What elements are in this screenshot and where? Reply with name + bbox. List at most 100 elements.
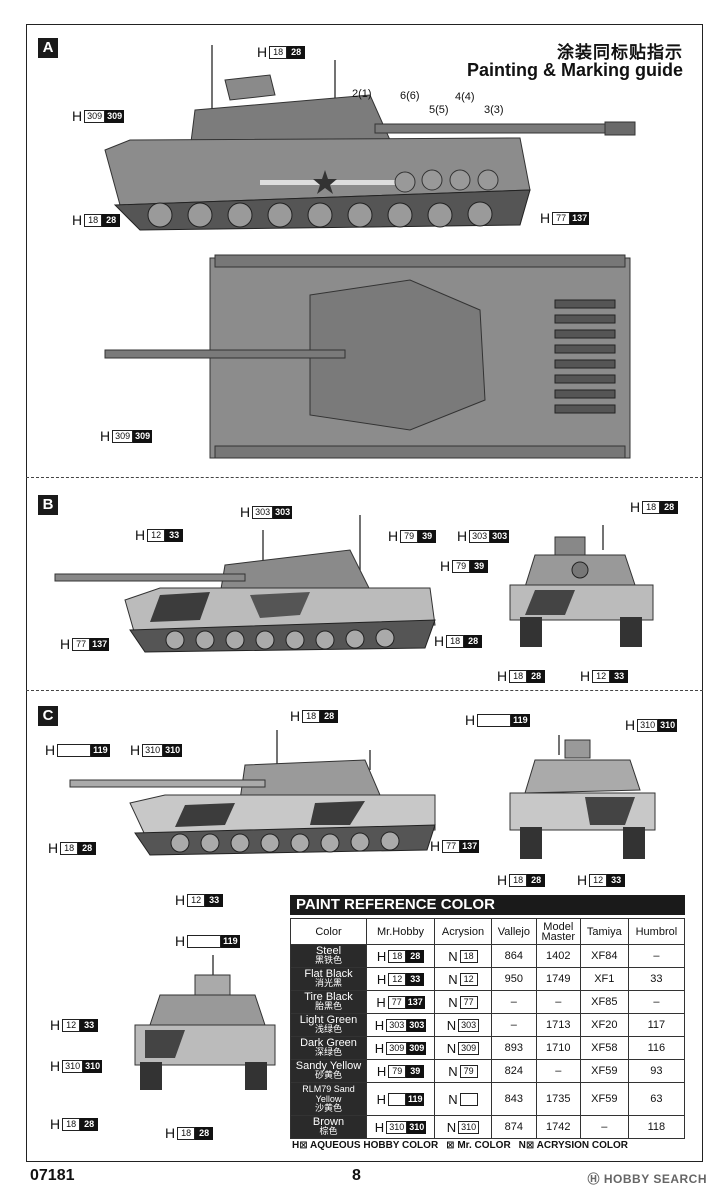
col-modelmaster: Model Master <box>535 918 581 945</box>
modelmaster-cell: – <box>535 1059 581 1083</box>
col-humbrol: Humbrol <box>627 918 686 945</box>
humbrol-cell: 63 <box>627 1082 686 1116</box>
col-acrysion: Acrysion <box>434 918 492 945</box>
marking-number: 3(3) <box>484 104 504 116</box>
humbrol-cell: – <box>627 944 686 968</box>
vallejo-cell: 824 <box>490 1059 537 1083</box>
page-frame <box>26 24 703 1162</box>
acrysion-cell: N <box>434 1082 492 1116</box>
humbrol-cell: 117 <box>627 1013 686 1037</box>
col-vallejo: Vallejo <box>490 918 537 945</box>
tank-top-view-a <box>104 254 631 459</box>
vallejo-cell: 864 <box>490 944 537 968</box>
product-code: 07181 <box>30 1167 75 1184</box>
marking-number: 6(6) <box>400 90 420 102</box>
marking-number: 2(1) <box>352 88 372 100</box>
vallejo-cell: 843 <box>490 1082 537 1116</box>
paint-reference-title: PAINT REFERENCE COLOR <box>290 895 685 915</box>
tank-side-view-b <box>54 515 436 653</box>
vallejo-cell: 874 <box>490 1115 537 1139</box>
tank-rear-view-c <box>134 955 276 1090</box>
modelmaster-cell: 1735 <box>535 1082 581 1116</box>
vallejo-cell: 893 <box>490 1036 537 1060</box>
legend-aqueous: H⊠ AQUEOUS HOBBY COLOR <box>292 1140 439 1151</box>
table-header-row: Color Mr.Hobby Acrysion Vallejo Model Ma… <box>290 918 686 945</box>
modelmaster-cell: 1710 <box>535 1036 581 1060</box>
tamiya-cell: XF1 <box>579 967 629 991</box>
legend-acrysion: N⊠ ACRYSION COLOR <box>518 1140 628 1151</box>
tank-side-view-a <box>104 45 636 231</box>
humbrol-cell: 118 <box>627 1115 686 1139</box>
humbrol-cell: – <box>627 990 686 1014</box>
vallejo-cell: – <box>490 1013 537 1037</box>
section-separator <box>26 477 703 478</box>
tank-front-view-c <box>509 735 656 859</box>
vallejo-cell: 950 <box>490 967 537 991</box>
marking-number: 5(5) <box>429 104 449 116</box>
paint-reference-table: Color Mr.Hobby Acrysion Vallejo Model Ma… <box>290 918 686 1139</box>
humbrol-cell: 33 <box>627 967 686 991</box>
col-color: Color <box>290 918 367 945</box>
tamiya-cell: XF84 <box>579 944 629 968</box>
color-legend: H⊠ AQUEOUS HOBBY COLOR ⊠ Mr. COLOR N⊠ AC… <box>292 1140 628 1151</box>
humbrol-cell: 93 <box>627 1059 686 1083</box>
col-mrhobby: Mr.Hobby <box>365 918 436 945</box>
watermark: Ⓗ HOBBY SEARCH <box>587 1172 707 1186</box>
tank-front-view-b <box>509 525 654 647</box>
marking-number: 4(4) <box>455 91 475 103</box>
legend-mrcolor: ⊠ Mr. COLOR <box>446 1140 511 1151</box>
tamiya-cell: XF59 <box>579 1082 629 1116</box>
page-number: 8 <box>352 1167 361 1184</box>
section-a-label: A <box>38 38 58 58</box>
modelmaster-cell: 1713 <box>535 1013 581 1037</box>
title-english: Painting & Marking guide <box>466 60 683 80</box>
